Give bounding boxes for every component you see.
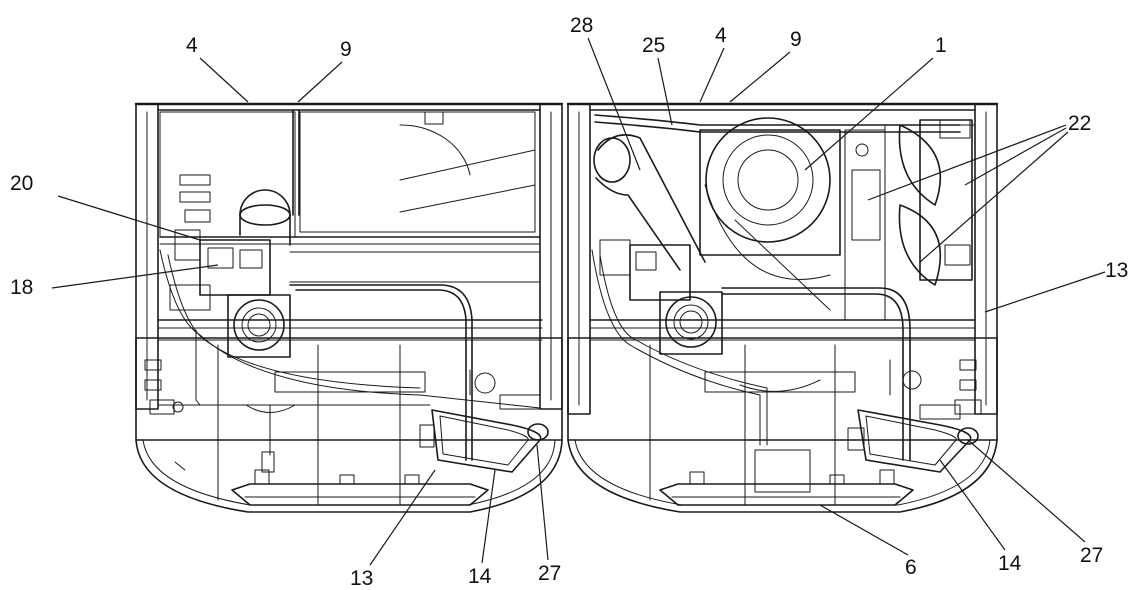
leader-line-cl-1-0 — [297, 61, 343, 103]
callout-left-18: 18 — [10, 276, 33, 299]
callout-right-4: 4 — [715, 24, 727, 47]
callout-left-20: 20 — [10, 172, 33, 195]
right-unit-drawing — [566, 102, 999, 513]
leader-line-cl-0-0 — [199, 57, 249, 103]
leader-line-cr-5-1 — [964, 127, 1067, 186]
callout-right-27: 27 — [1080, 544, 1103, 567]
leader-line-cr-5-0 — [867, 124, 1067, 201]
leader-line-cr-9-0 — [967, 439, 1086, 543]
leader-line-cr-0-0 — [587, 37, 641, 171]
callout-left-14: 14 — [468, 565, 492, 588]
callout-right-6: 6 — [905, 556, 917, 579]
callout-labels: 4 9 20 18 13 14 27 28 25 4 9 1 22 13 6 1… — [10, 14, 1128, 590]
leader-line-cr-8-0 — [939, 459, 1006, 551]
leader-line-cl-4-0 — [369, 469, 436, 566]
leader-line-cl-2-0 — [57, 195, 201, 241]
callout-right-1: 1 — [935, 34, 947, 57]
leader-line-cr-1-0 — [657, 57, 673, 126]
leader-line-cr-7-0 — [819, 504, 909, 556]
leader-line-cl-3-0 — [51, 264, 219, 289]
left-unit-drawing — [134, 102, 564, 513]
leader-line-cl-6-0 — [536, 444, 549, 561]
callout-right-13: 13 — [1105, 259, 1128, 282]
callout-right-22: 22 — [1068, 112, 1091, 135]
leader-line-cr-3-0 — [729, 51, 791, 103]
leader-line-cr-2-0 — [699, 47, 725, 103]
leader-line-cr-4-0 — [804, 57, 934, 171]
leader-line-cl-5-0 — [481, 469, 496, 564]
callout-leaders — [51, 37, 1106, 566]
callout-left-9: 9 — [340, 38, 352, 61]
leader-line-cr-6-0 — [984, 271, 1106, 313]
callout-left-13: 13 — [350, 567, 373, 590]
callout-left-27: 27 — [538, 562, 561, 585]
callout-left-4: 4 — [186, 34, 198, 57]
callout-right-25: 25 — [642, 34, 665, 57]
callout-right-14: 14 — [998, 552, 1022, 575]
callout-right-28: 28 — [570, 14, 593, 37]
leader-line-cr-5-2 — [919, 131, 1069, 263]
callout-right-9: 9 — [790, 28, 802, 51]
